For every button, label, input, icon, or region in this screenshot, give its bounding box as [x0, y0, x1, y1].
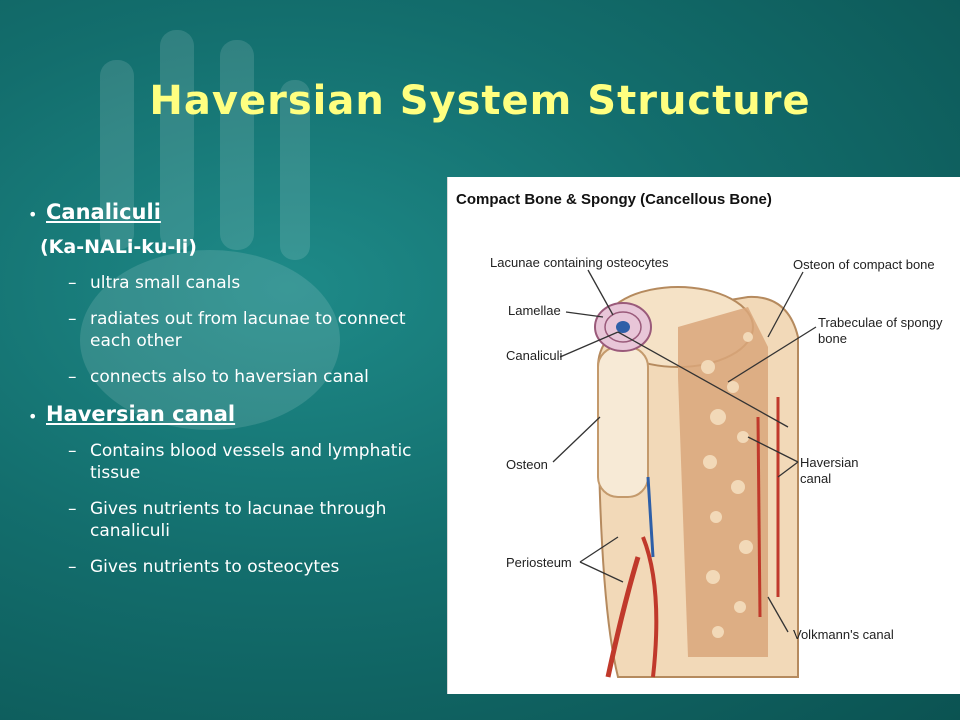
sub-point: –Contains blood vessels and lymphatic ti… [68, 441, 412, 483]
sub-point: –Gives nutrients to lacunae through cana… [68, 499, 387, 541]
sub-point: –connects also to haversian canal [68, 367, 369, 387]
label-haversian-canal: Haversian canal [800, 455, 859, 487]
bullet-haversian-canal: • Haversian canal [28, 402, 438, 426]
label-lacunae: Lacunae containing osteocytes [490, 255, 669, 270]
hand-xray-background [80, 30, 340, 430]
sub-point-text: ultra small canals [90, 273, 241, 293]
bullet-canaliculi: • Canaliculi [28, 200, 438, 224]
label-volkmann: Volkmann's canal [793, 627, 894, 642]
label-osteon: Osteon [506, 457, 548, 472]
bullet-dot: • [28, 407, 38, 426]
sub-point-text: Contains blood vessels and lymphatic tis… [90, 441, 412, 483]
sub-point-text: connects also to haversian canal [90, 367, 369, 387]
sub-point: –radiates out from lacunae to connect ea… [68, 309, 406, 351]
sub-point-text: Gives nutrients to lacunae through canal… [90, 499, 387, 541]
label-haversian-line2: canal [800, 471, 832, 486]
bullet-dot: • [28, 205, 38, 224]
bullet-heading-haversian: Haversian canal [46, 402, 236, 426]
label-lamellae: Lamellae [508, 303, 561, 318]
slide-title: Haversian System Structure [149, 78, 811, 124]
sub-point-text: radiates out from lacunae to connect eac… [90, 309, 406, 351]
figure-title: Compact Bone & Spongy (Cancellous Bone) [456, 191, 772, 208]
label-haversian-line1: Haversian [800, 455, 859, 470]
sub-point: –Gives nutrients to osteocytes [68, 557, 340, 577]
bullet-list: • Canaliculi (Ka-NALi-ku-li) –ultra smal… [28, 200, 438, 592]
sub-point: –ultra small canals [68, 273, 241, 293]
label-trabeculae-line1: Trabeculae of spongy [818, 315, 943, 330]
sub-point-text: Gives nutrients to osteocytes [90, 557, 340, 577]
label-canaliculi: Canaliculi [506, 348, 563, 363]
label-trabeculae: Trabeculae of spongy bone [818, 315, 943, 347]
bone-illustration [552, 269, 817, 678]
bullet-heading-canaliculi: Canaliculi [46, 200, 161, 224]
label-osteon-compact: Osteon of compact bone [793, 257, 935, 272]
label-trabeculae-line2: bone [818, 331, 847, 346]
label-periosteum: Periosteum [506, 555, 572, 570]
pronunciation-text: (Ka-NALi-ku-li) [40, 236, 197, 258]
bone-diagram: Compact Bone & Spongy (Cancellous Bone) … [447, 177, 960, 694]
